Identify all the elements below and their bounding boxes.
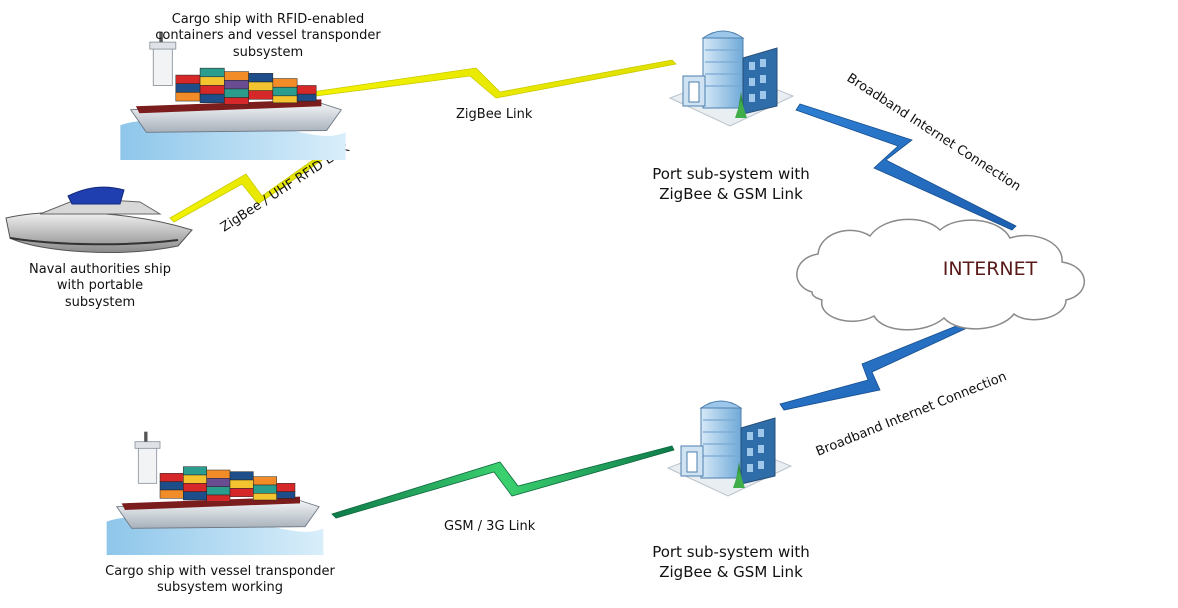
broadband-bottom-link-label: Broadband Internet Connection (814, 369, 1009, 459)
caption-line: subsystem (232, 44, 304, 60)
caption-line: ZigBee & GSM Link (659, 563, 803, 582)
port-top-caption: Port sub-system with ZigBee & GSM Link (626, 164, 836, 205)
naval-ship-caption: Naval authorities ship with portable sub… (10, 262, 190, 311)
port-building-top-icon (669, 30, 794, 127)
zigbee-link-label: ZigBee Link (456, 107, 533, 122)
gsm-3g-link-bolt (331, 445, 675, 519)
naval-boat-icon (5, 186, 193, 253)
caption-line: Cargo ship with vessel transponder (105, 564, 335, 579)
caption-line: containers and vessel transponder (155, 28, 381, 44)
internet-cloud-icon (796, 218, 1085, 331)
caption-line: subsystem (64, 294, 136, 310)
caption-line: Port sub-system with (652, 543, 810, 561)
cargo-ship-bottom-icon (106, 431, 324, 555)
port-bottom-caption: Port sub-system with ZigBee & GSM Link (626, 542, 836, 583)
zigbee-link-bolt (311, 59, 677, 99)
port-building-bottom-icon (667, 400, 792, 497)
cargo-ship-top-caption: Cargo ship with RFID-enabled containers … (148, 12, 388, 61)
caption-line: with portable (56, 278, 144, 294)
cargo-ship-bottom-caption: Cargo ship with vessel transponder subsy… (80, 564, 360, 597)
caption-line: Cargo ship with RFID-enabled (171, 12, 365, 27)
caption-line: subsystem working (157, 580, 283, 596)
caption-line: Port sub-system with (652, 165, 810, 183)
gsm-3g-link-label: GSM / 3G Link (444, 519, 536, 534)
broadband-top-link-bolt (795, 103, 1017, 231)
internet-label: INTERNET (943, 258, 1038, 280)
caption-line: ZigBee & GSM Link (659, 185, 803, 204)
caption-line: Naval authorities ship (28, 262, 172, 277)
